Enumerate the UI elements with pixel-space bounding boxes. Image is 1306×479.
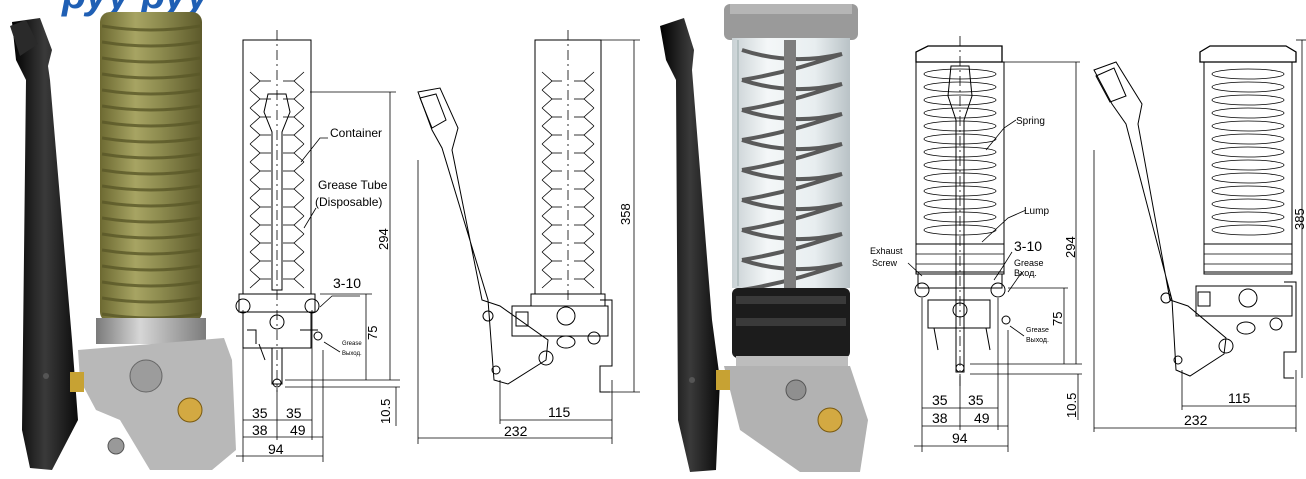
photo-spring-lubricator: [660, 4, 868, 472]
label-grease: Grease: [342, 341, 362, 347]
dim-35-left-spring: 35: [932, 392, 948, 408]
label-grease-tube: Grease Tube: [318, 178, 388, 192]
dim-115-spring: 115: [1228, 390, 1251, 406]
label-screw: Screw: [872, 258, 898, 268]
label-exhaust: Exhaust: [870, 246, 903, 256]
label-vhod: Вход.: [1014, 268, 1037, 278]
dim-294: 294: [376, 228, 391, 250]
dim-94: 94: [268, 441, 284, 457]
dim-35-left: 35: [252, 405, 268, 421]
dim-38: 38: [252, 422, 268, 438]
label-vyhod-spring: Выход.: [1026, 337, 1049, 344]
dim-75-spring: 75: [1050, 312, 1065, 326]
label-lump: Lump: [1024, 206, 1049, 217]
label-disposable: (Disposable): [315, 195, 382, 209]
photo-bellows-lubricator: [10, 12, 236, 470]
dim-358: 358: [618, 203, 633, 225]
label-spring: Spring: [1016, 116, 1045, 127]
dim-10-5: 10.5: [378, 399, 393, 424]
label-grease-in: Grease: [1014, 258, 1044, 268]
label-vyhod: Выход.: [342, 351, 362, 357]
label-range: 3-10: [333, 275, 361, 291]
dim-232: 232: [504, 423, 528, 439]
dim-385: 385: [1292, 208, 1306, 230]
label-range-spring: 3-10: [1014, 238, 1042, 254]
dim-10-5-spring: 10.5: [1064, 393, 1079, 418]
dim-94-spring: 94: [952, 430, 968, 446]
dim-35-right: 35: [286, 405, 302, 421]
dim-115: 115: [548, 404, 571, 420]
dim-35-right-spring: 35: [968, 392, 984, 408]
dim-232-spring: 232: [1184, 412, 1208, 428]
dim-49: 49: [290, 422, 306, 438]
drawing-front-bellows: Container Grease Tube (Disposable) 3-10 …: [235, 30, 400, 462]
dim-49-spring: 49: [974, 410, 990, 426]
drawing-side-bellows: 358 115 232: [417, 30, 640, 444]
dim-38-spring: 38: [932, 410, 948, 426]
drawing-side-spring: 385 115 232: [1093, 39, 1306, 432]
label-container: Container: [330, 126, 382, 140]
dim-294-spring: 294: [1063, 236, 1078, 258]
label-grease-out: Grease: [1026, 327, 1049, 334]
dim-75: 75: [365, 326, 380, 340]
drawing-front-spring: Spring Lump Exhaust Screw 3-10 Grease Вх…: [870, 36, 1082, 452]
